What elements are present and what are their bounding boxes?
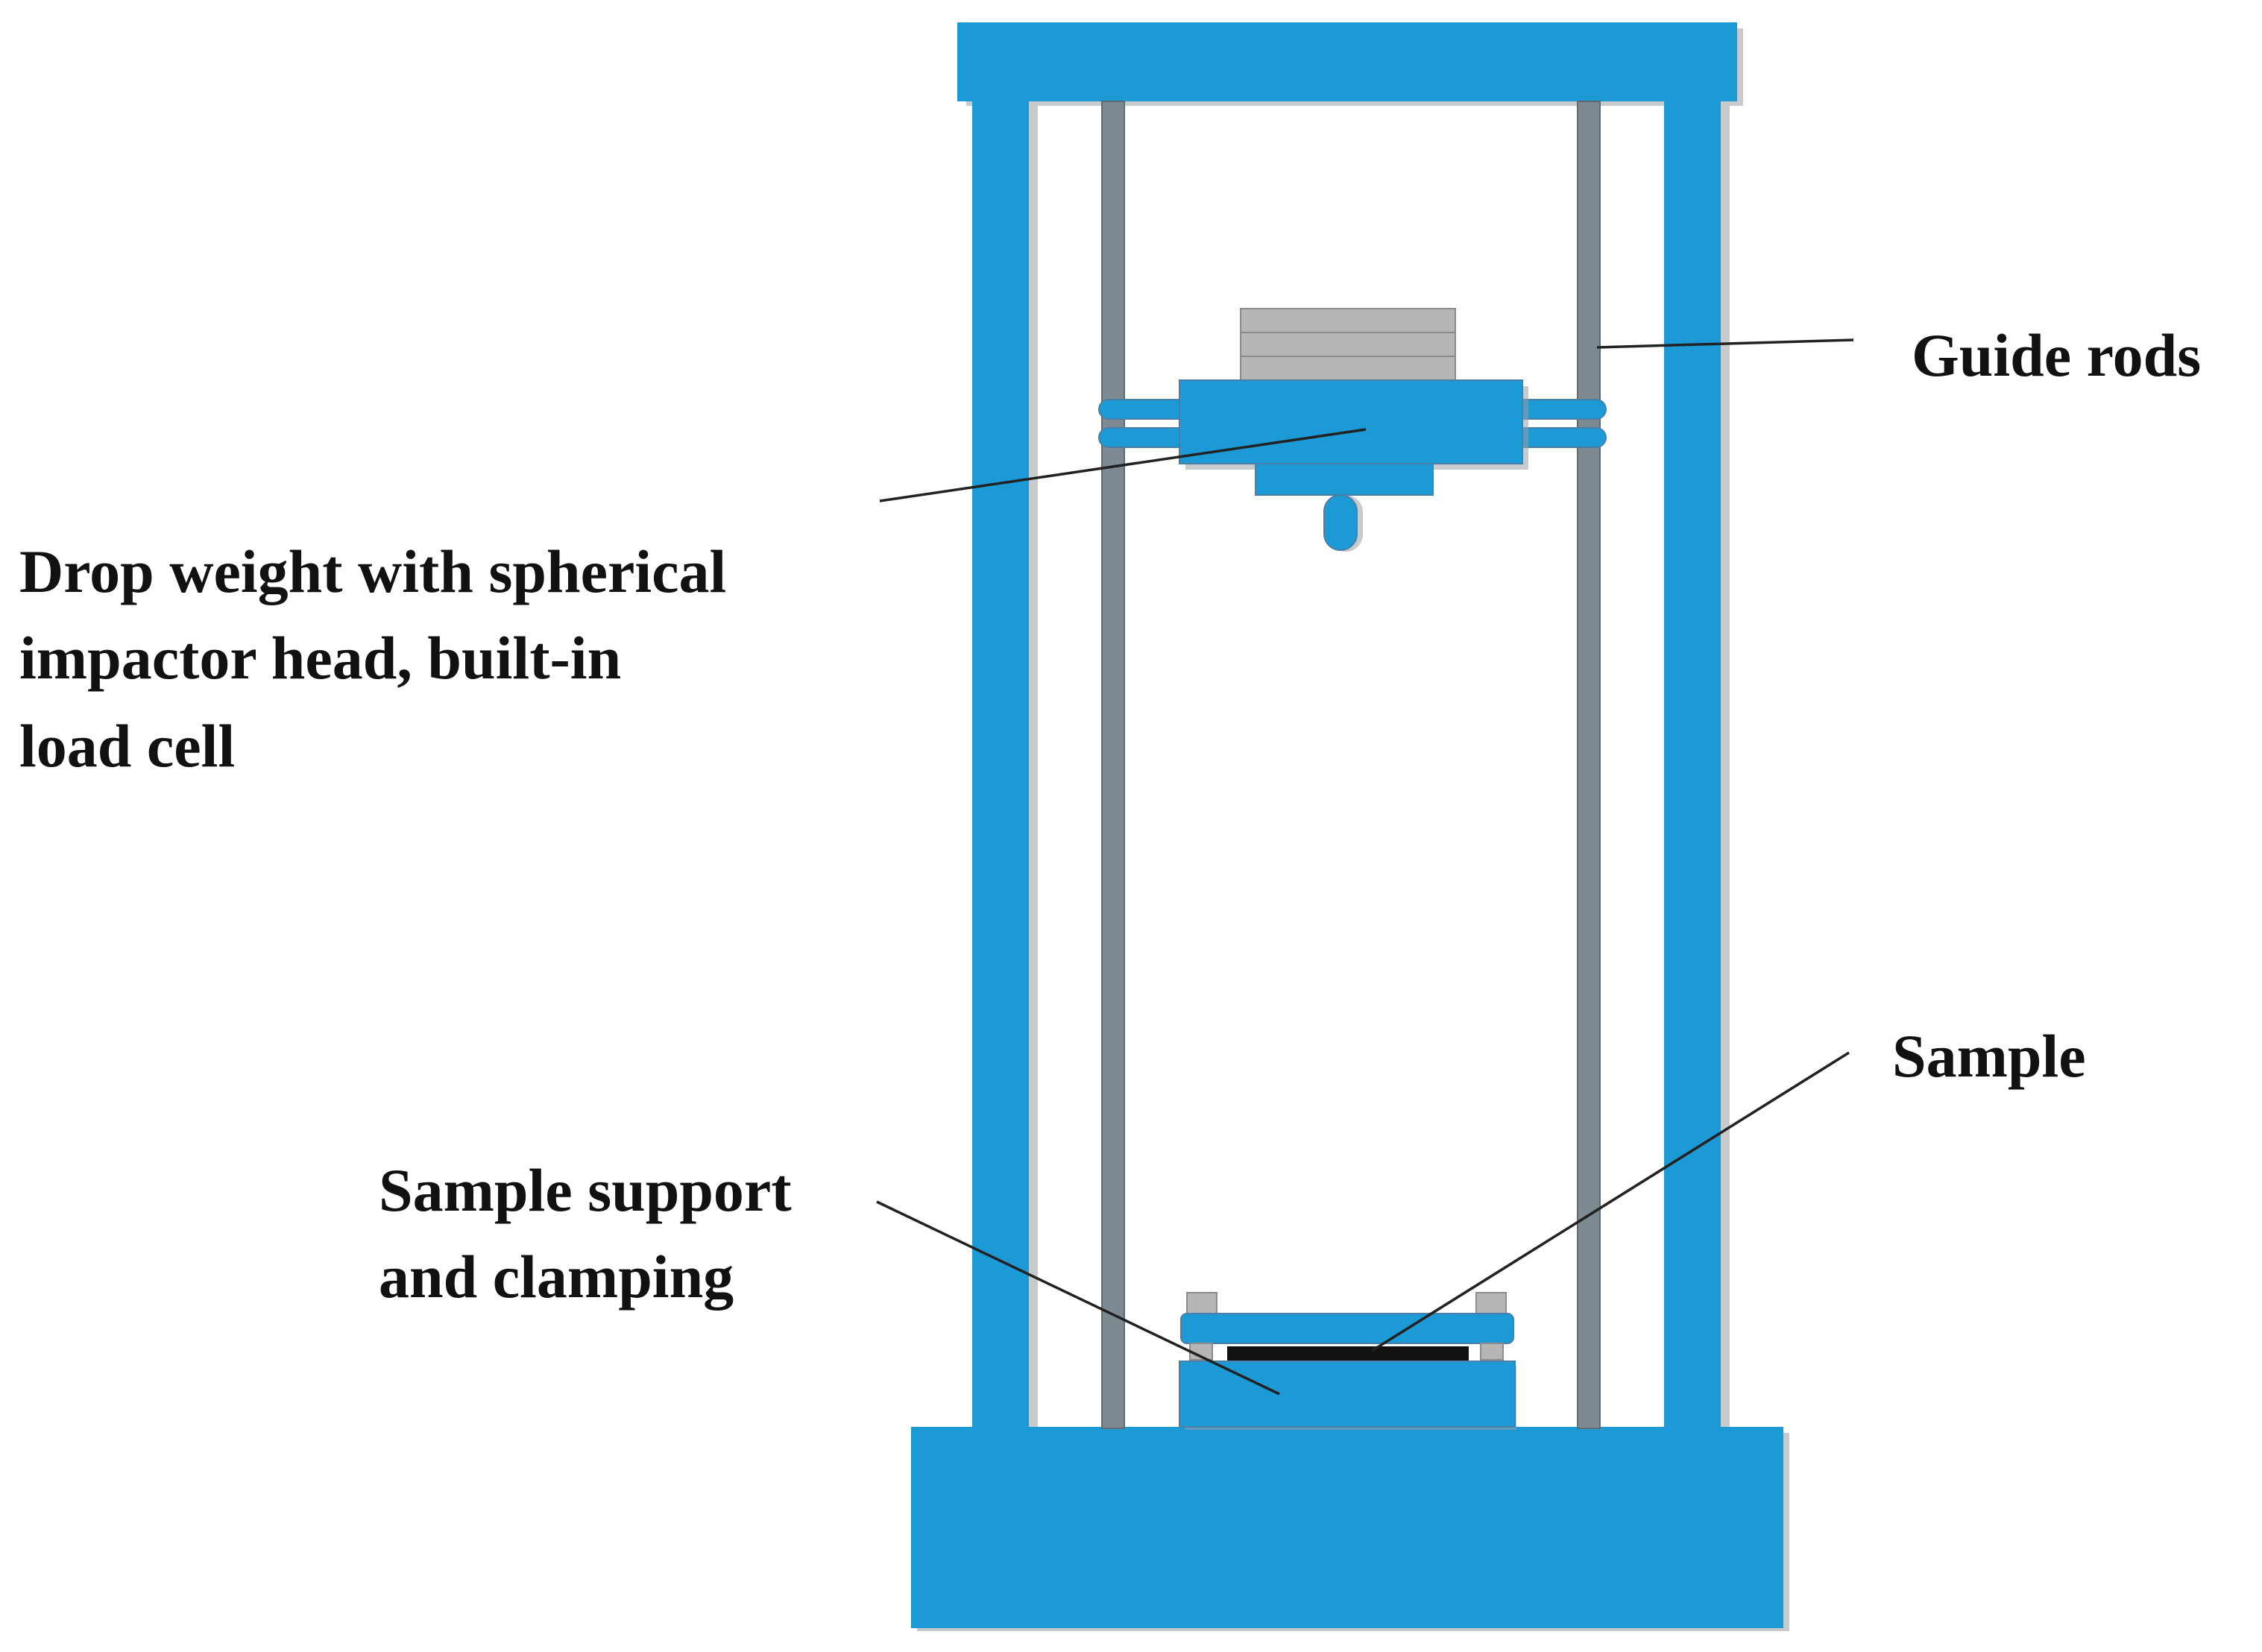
right-bolt-shank (1480, 1343, 1504, 1361)
sample-support-leader (876, 1200, 1280, 1396)
guide-rods (1101, 101, 1601, 1429)
drop-weight-leader (879, 428, 1367, 502)
carriage-body (1179, 379, 1523, 464)
sample-leader (1371, 1051, 1850, 1352)
drop-weight-assembly (1098, 308, 1607, 552)
drop-weight-label-line-3: load cell (19, 712, 235, 780)
sample-clamping-fixture (1179, 1292, 1516, 1430)
machine-base (911, 1427, 1783, 1628)
labels: Guide rods Drop weight with spherical im… (19, 321, 2201, 1311)
left-column (972, 101, 1029, 1428)
right-guide-rod (1577, 101, 1601, 1429)
left-guide-rod (1101, 101, 1125, 1429)
sample-plate (1227, 1346, 1469, 1361)
left-clamp-bolt (1186, 1292, 1217, 1314)
drop-weight-label-line-2: impactor head, built-in (19, 624, 621, 692)
weight-plate-1 (1240, 308, 1456, 333)
tester-frame (911, 22, 1789, 1631)
top-crossbeam (957, 22, 1737, 101)
drop-weight-label-line-1: Drop weight with spherical (19, 537, 726, 605)
load-cell-block (1255, 463, 1434, 496)
sample-support-label-line-1: Sample support (379, 1156, 792, 1224)
leader-lines (876, 338, 1854, 1396)
right-clamp-bolt (1475, 1292, 1507, 1314)
upper-clamp-plate (1180, 1313, 1514, 1344)
weight-plate-3 (1240, 356, 1456, 381)
sample-support-label-line-2: and clamping (379, 1243, 734, 1311)
weight-plate-2 (1240, 332, 1456, 357)
guide-rods-label: Guide rods (1912, 321, 2201, 389)
sample-label: Sample (1892, 1022, 2086, 1090)
guide-rods-leader (1596, 338, 1854, 349)
right-column (1664, 101, 1721, 1428)
spherical-impactor-head (1323, 494, 1358, 551)
